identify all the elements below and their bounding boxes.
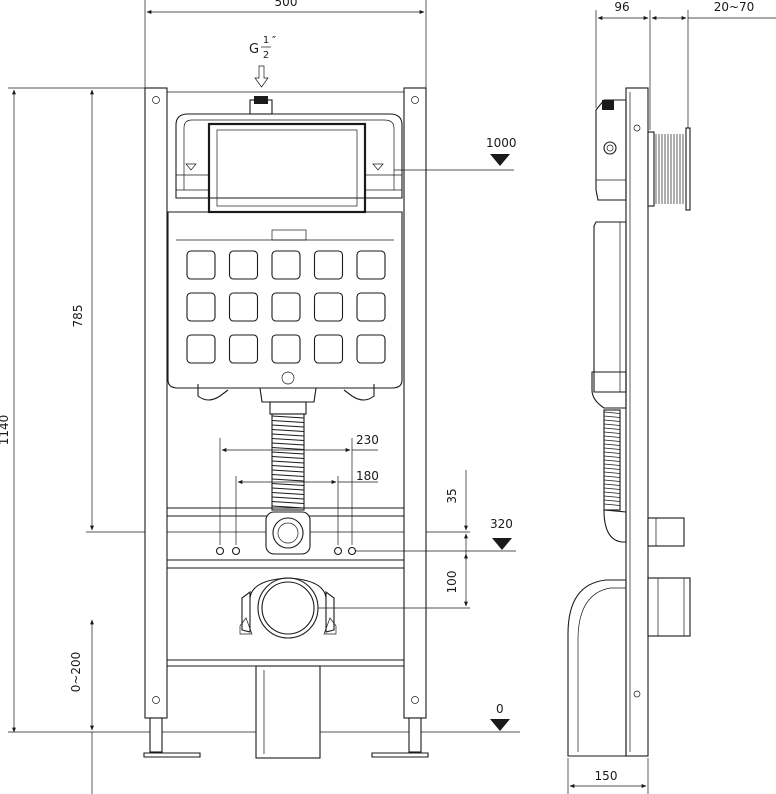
wall-inlet-connector <box>647 127 691 211</box>
cistern-recess <box>186 292 216 322</box>
drain-outlet <box>239 577 337 639</box>
cistern-top <box>175 113 403 199</box>
width-dimension-label: 500 <box>275 0 298 9</box>
cistern-recess-grid <box>186 250 386 364</box>
cistern-recess <box>313 250 344 280</box>
flush-access-opening <box>207 122 367 214</box>
level-floor-label: 0 <box>496 702 504 716</box>
svg-text:1: 1 <box>263 35 269 46</box>
inlet-height-dimension-label: 785 <box>71 305 85 328</box>
left-frame-post <box>144 87 168 719</box>
cistern-side-body <box>593 221 627 393</box>
cistern-recess <box>313 334 344 364</box>
side-view: 96 20~70 <box>567 0 776 794</box>
water-inlet-label: G 1 2 ″ <box>249 34 276 61</box>
cistern-recess <box>228 292 259 322</box>
level-marker-icon <box>490 154 510 166</box>
side-flush-hose <box>603 409 621 511</box>
side-frame-plate <box>625 87 649 757</box>
cistern-recess <box>271 334 301 364</box>
cistern-recess <box>186 250 216 280</box>
right-mount-tab <box>343 384 375 401</box>
narrow-dimension-label: 180 <box>356 469 379 483</box>
adjust-dimension-label: 0~200 <box>69 652 83 693</box>
stud-hole <box>333 546 343 556</box>
height-dimension-label: 1140 <box>0 415 11 446</box>
level-marker-icon <box>492 538 512 550</box>
cistern-recess <box>356 292 386 322</box>
cistern-recess <box>228 250 259 280</box>
offset-dimension-label: 35 <box>445 488 459 503</box>
cistern-recess <box>186 334 216 364</box>
svg-text:2: 2 <box>263 50 269 61</box>
right-frame-post <box>403 87 427 719</box>
drain-offset-dimension-label: 100 <box>445 571 459 594</box>
front-view: 500 G 1 2 ″ 1140 785 0~200 <box>0 0 520 794</box>
stud-hole <box>231 546 241 556</box>
flexible-flush-hose <box>271 413 305 511</box>
flush-outlet <box>265 511 311 555</box>
cistern-recess <box>228 334 259 364</box>
level-marker-icon <box>490 719 510 731</box>
cistern-body <box>167 211 403 389</box>
wide-dimension-label: 230 <box>356 433 379 447</box>
cistern-recess <box>271 250 301 280</box>
cistern-side-top <box>595 99 627 201</box>
svg-text:G: G <box>249 42 259 57</box>
right-foot <box>371 752 429 758</box>
drain-pipe <box>255 665 321 759</box>
depth-dimension-label: 96 <box>614 0 629 14</box>
left-mount-tab <box>197 384 229 401</box>
inlet-arrow-icon <box>254 65 269 88</box>
cistern-recess <box>356 250 386 280</box>
drain-bend <box>567 579 627 757</box>
level-top-label: 1000 <box>486 136 517 150</box>
cistern-recess <box>356 334 386 364</box>
cistern-recess <box>313 292 344 322</box>
flush-pipe-collar <box>269 401 307 415</box>
bottom-dimension-label: 150 <box>595 769 618 783</box>
cistern-recess <box>271 292 301 322</box>
flush-stub <box>647 517 685 547</box>
left-foot <box>143 752 201 758</box>
stud-hole <box>215 546 225 556</box>
level-mid-label: 320 <box>490 517 513 531</box>
wall-dimension-label: 20~70 <box>714 0 755 14</box>
stud-hole <box>347 546 357 556</box>
svg-text:″: ″ <box>272 34 276 47</box>
drain-stub <box>647 577 691 637</box>
